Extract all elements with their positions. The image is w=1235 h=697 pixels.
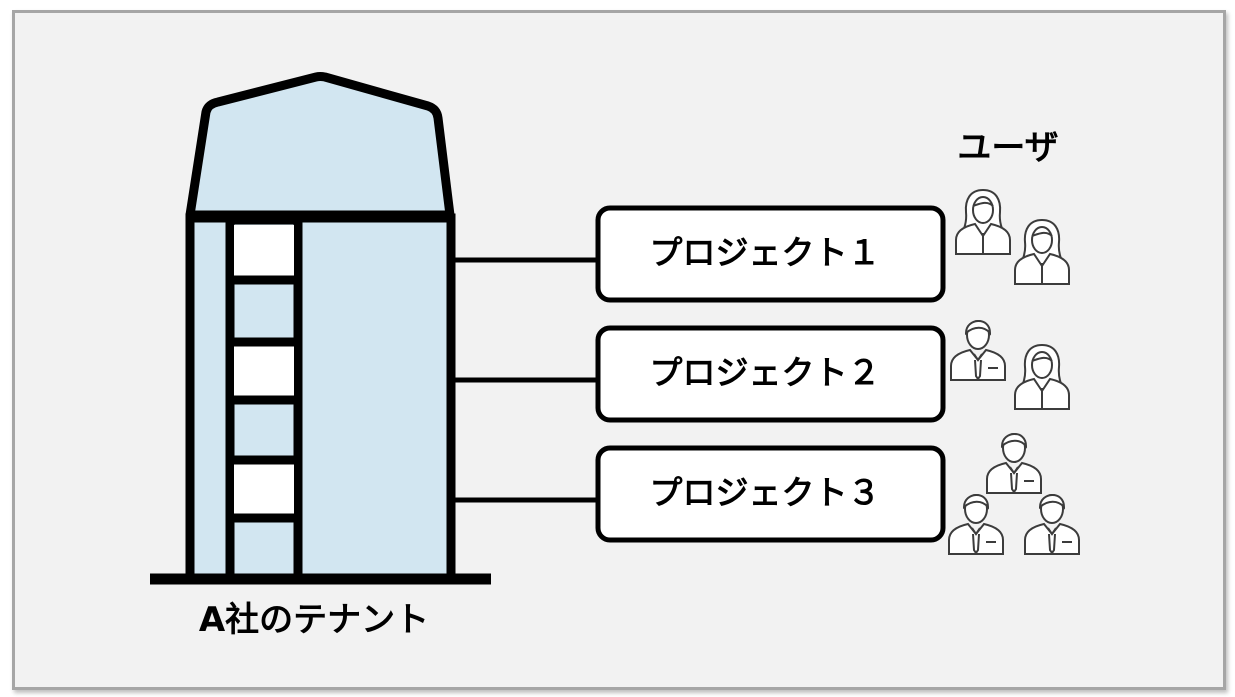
female-user-icon	[1014, 344, 1070, 410]
projects: プロジェクト１ プロジェクト２ プロジェクト３	[595, 205, 946, 543]
connectors	[452, 257, 598, 503]
male-user-icon	[950, 319, 1006, 381]
project-label: プロジェクト２	[650, 353, 881, 392]
tenant-label: A社のテナント	[199, 600, 429, 640]
users-label: ユーザ	[957, 128, 1058, 168]
female-user-icon	[1014, 219, 1070, 285]
male-user-icon	[1024, 493, 1080, 555]
male-user-icon	[986, 432, 1042, 494]
female-user-icon	[955, 189, 1011, 255]
project-box	[595, 325, 946, 423]
user-groups	[948, 189, 1080, 555]
building-icon	[150, 72, 491, 585]
project-box	[595, 445, 946, 543]
project-label: プロジェクト３	[650, 473, 881, 512]
project-box	[595, 205, 946, 303]
project-label: プロジェクト１	[650, 233, 881, 272]
male-user-icon	[948, 493, 1004, 555]
